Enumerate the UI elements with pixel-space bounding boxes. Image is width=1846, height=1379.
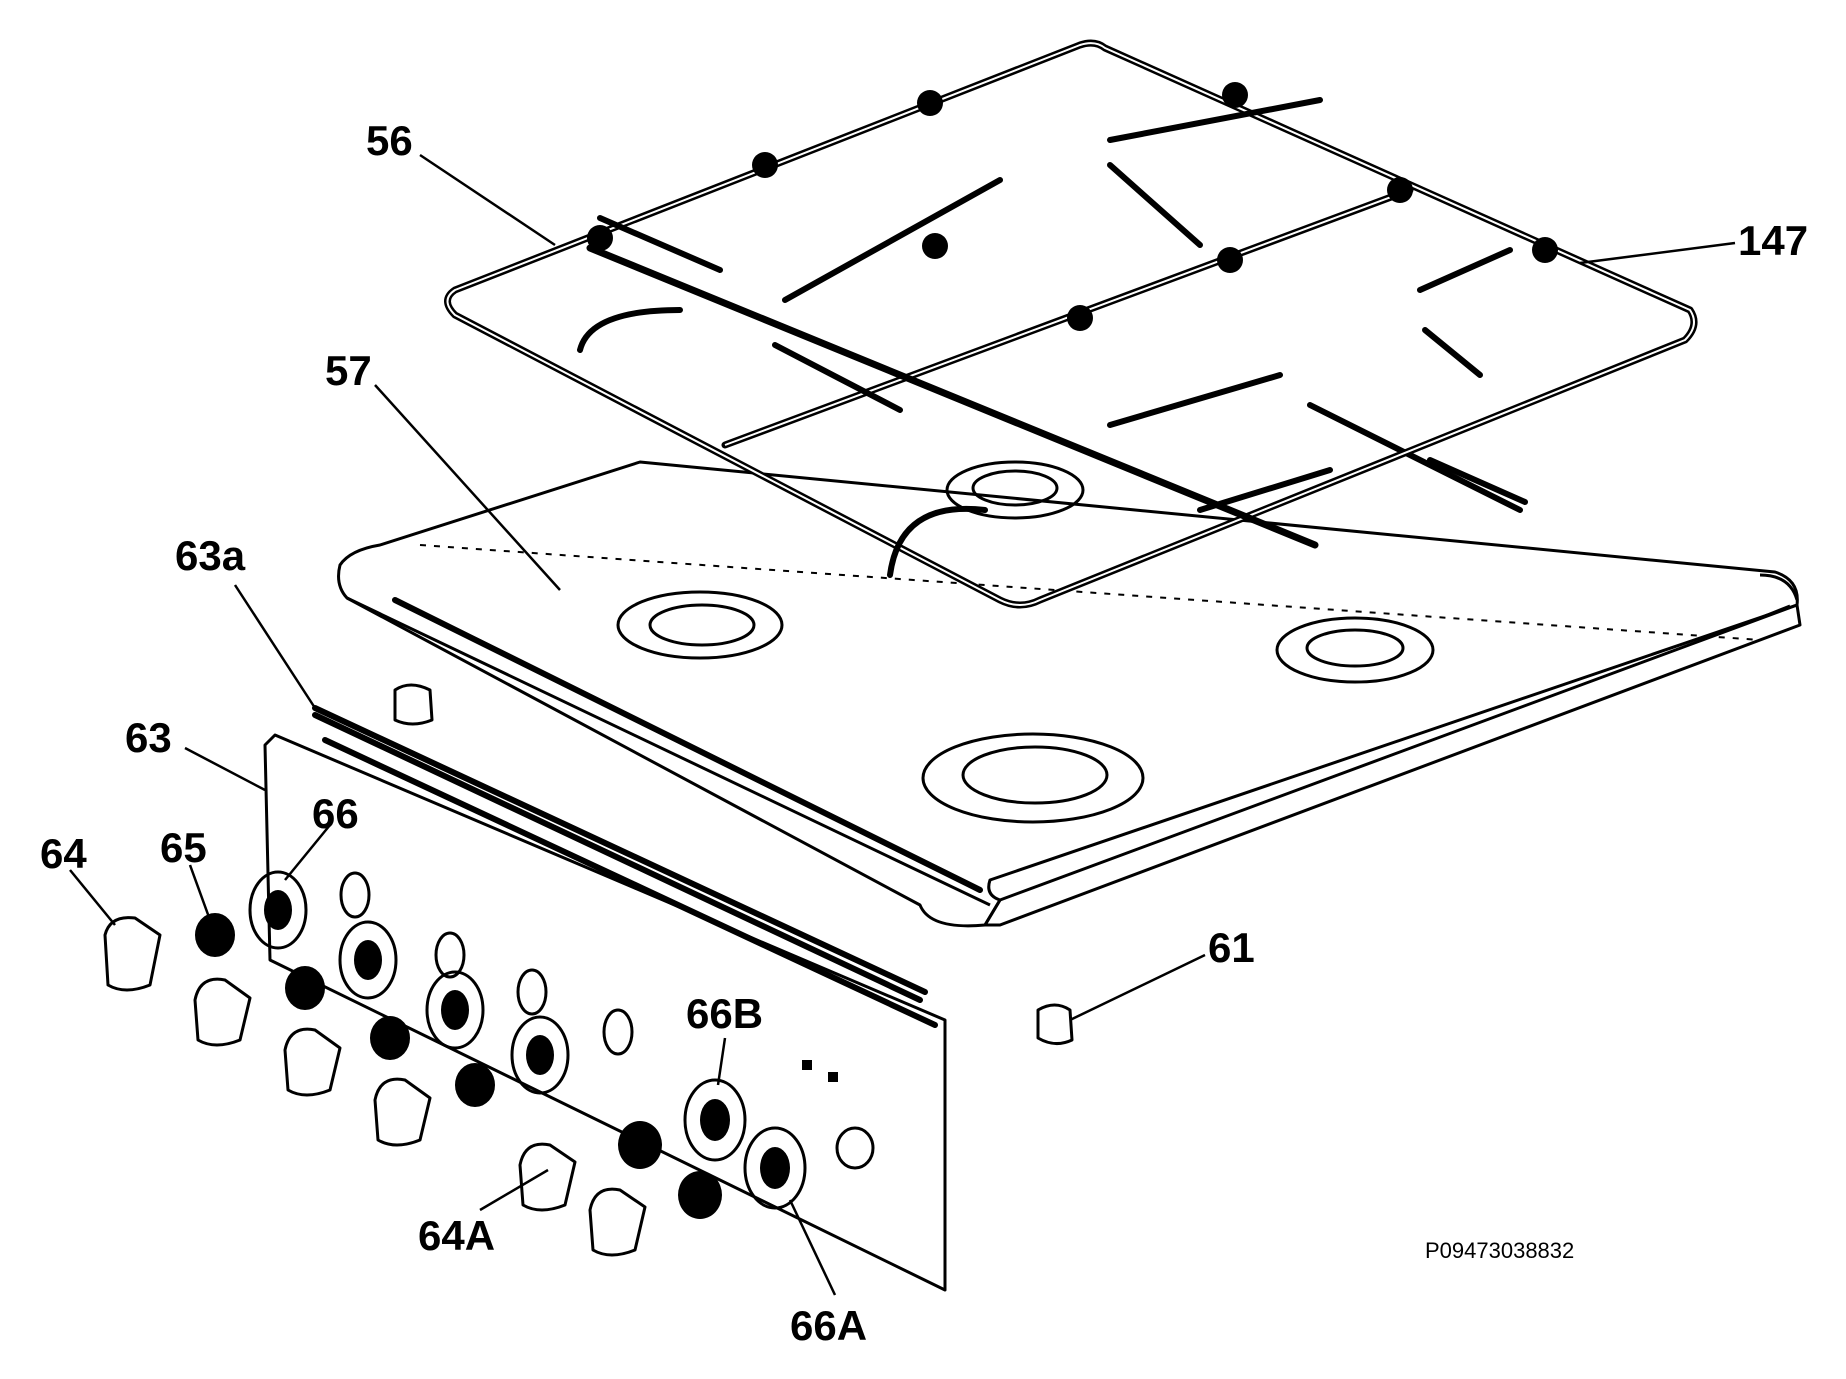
label-66B: 66B: [686, 990, 763, 1037]
pan-support-grate: [444, 39, 1698, 609]
leader-66A: [788, 1199, 837, 1296]
label-61: 61: [1208, 924, 1255, 971]
label-63: 63: [125, 714, 172, 761]
grate-support-knuckles: [587, 82, 1558, 331]
leader-64A: [479, 1168, 549, 1212]
panel-strip: [312, 705, 928, 995]
burner-center-rear: [945, 460, 1085, 520]
fixing-clips: [393, 683, 1074, 1045]
leader-66: [284, 824, 331, 881]
hob-top-plate: [337, 460, 1802, 928]
leader-66B: [716, 1037, 727, 1086]
label-64A: 64A: [418, 1212, 495, 1259]
leader-65: [188, 864, 212, 921]
label-63a: 63a: [175, 532, 246, 579]
label-64: 64: [40, 830, 87, 877]
part-labels: 56 147 57 63a 63 64 65 66 61 66B 64A 66A…: [40, 117, 1808, 1349]
burner-rings: [616, 402, 1528, 824]
label-147: 147: [1738, 217, 1808, 264]
leader-56: [419, 153, 556, 247]
leader-63a: [233, 584, 317, 709]
reference-code: P09473038832: [1425, 1238, 1574, 1263]
burner-left-rear: [616, 590, 784, 660]
control-panel: [263, 712, 947, 1292]
leader-64: [69, 869, 116, 926]
leader-57: [374, 384, 561, 591]
leader-147: [1579, 241, 1736, 265]
label-66A: 66A: [790, 1302, 867, 1349]
label-56: 56: [366, 117, 413, 164]
leader-63: [184, 746, 266, 792]
label-66: 66: [312, 790, 359, 837]
leader-61: [1069, 953, 1206, 1022]
burner-right-front: [1275, 616, 1435, 684]
burner-front-large: [921, 732, 1145, 824]
label-65: 65: [160, 824, 207, 871]
control-knobs: [103, 870, 807, 1257]
knob-row-left: [103, 870, 570, 1147]
label-57: 57: [325, 347, 372, 394]
knob-row-right: [518, 1078, 807, 1257]
leader-lines: [69, 153, 1736, 1296]
